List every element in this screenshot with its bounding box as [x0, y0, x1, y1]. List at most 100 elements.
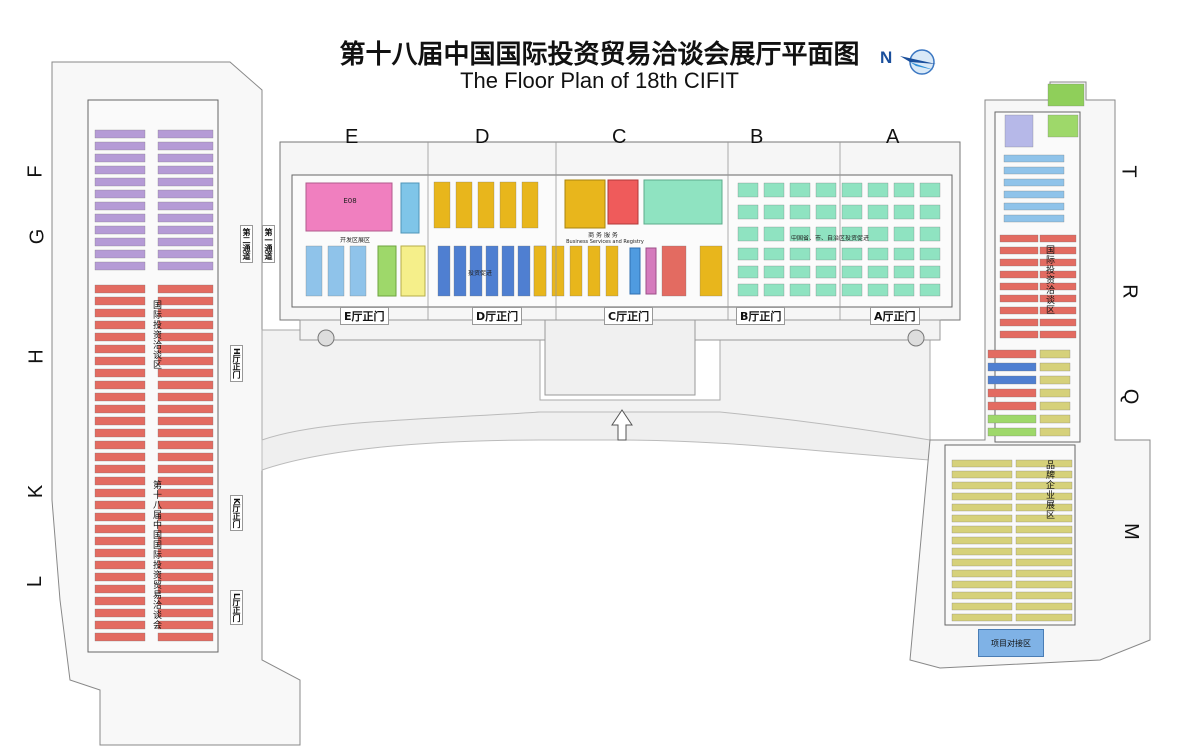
booth-yellow-d: [521, 181, 539, 229]
booth-khaki-m-left: [951, 481, 1013, 490]
booth-red-left: [94, 596, 146, 606]
booth-khaki-m-right: [1015, 547, 1073, 556]
zone-label-e08: E08: [343, 198, 357, 205]
booth-red-right: [157, 368, 214, 378]
booth-lightblue-t: [1003, 190, 1065, 199]
booth-red-right: [157, 344, 214, 354]
booth-red-right: [157, 464, 214, 474]
title-chinese: 第十八届中国国际投资贸易洽谈会展厅平面图: [339, 40, 860, 70]
booth-red-right: [157, 500, 214, 510]
booth-yellow-c2: [699, 245, 723, 297]
booth-mint-ba: [919, 226, 941, 242]
zone-c-red: [607, 179, 639, 225]
booth-red-r-right: [1039, 318, 1077, 327]
booth-blue-d: [501, 245, 515, 297]
booth-mint-ba-lower: [789, 265, 811, 279]
booth-q-left: [987, 414, 1037, 424]
booth-mint-ba: [789, 226, 811, 242]
zone-c-blue-strip: [629, 247, 641, 295]
zone-c-pink-strip: [645, 247, 657, 295]
zone-label-development-zone: 开发区展区: [339, 237, 370, 244]
booth-mint-ba-lower: [893, 283, 915, 297]
booth-mint-ba-lower: [763, 247, 785, 261]
entrance-h: H厅正门: [230, 345, 243, 382]
booth-purple-right: [157, 177, 214, 187]
booth-mint-ba: [919, 204, 941, 220]
booth-yellow-c: [587, 245, 601, 297]
booth-red-right: [157, 584, 214, 594]
booth-mint-ba: [893, 226, 915, 242]
booth-purple-left: [94, 189, 146, 199]
booth-mint-ba: [841, 182, 863, 198]
booth-mint-ba: [867, 182, 889, 198]
booth-khaki-m-right: [1015, 492, 1073, 501]
booth-blue-d: [485, 245, 499, 297]
booth-red-r-left: [999, 282, 1039, 291]
booth-khaki-m-right: [1015, 558, 1073, 567]
zone-e-green-a: [377, 245, 397, 297]
booth-mint-ba-lower: [763, 265, 785, 279]
booth-red-r-right: [1039, 270, 1077, 279]
booth-khaki-m-right: [1015, 591, 1073, 600]
booth-red-right: [157, 296, 214, 306]
booth-purple-right: [157, 225, 214, 235]
booth-red-r-left: [999, 318, 1039, 327]
booth-khaki-m-left: [951, 558, 1013, 567]
booth-q-right: [1039, 375, 1071, 385]
right-vertical-label-1: 国际投资洽谈区: [1044, 245, 1054, 315]
booth-q-left: [987, 388, 1037, 398]
booth-purple-right: [157, 237, 214, 247]
hall-label-g: G: [26, 228, 49, 245]
booth-purple-left: [94, 237, 146, 247]
booth-red-right: [157, 404, 214, 414]
zone-e-green-b: [400, 182, 420, 234]
booth-lightblue-t: [1003, 178, 1065, 187]
booth-mint-ba: [763, 204, 785, 220]
entrance-b: B厅正门: [736, 307, 786, 325]
booth-purple-left: [94, 165, 146, 175]
booth-mint-ba-lower: [841, 265, 863, 279]
hall-label-a: A: [886, 126, 900, 148]
booth-khaki-m-right: [1015, 481, 1073, 490]
hall-label-c: C: [612, 126, 627, 148]
booth-purple-left: [94, 249, 146, 259]
zone-e-pink: [305, 182, 393, 232]
booth-red-r-right: [1039, 330, 1077, 339]
courtyard-bottom: [261, 411, 931, 471]
booth-blue-d: [517, 245, 531, 297]
booth-khaki-m-left: [951, 503, 1013, 512]
booth-red-r-left: [999, 234, 1039, 243]
booth-red-left: [94, 332, 146, 342]
booth-lightblue-e: [327, 245, 345, 297]
booth-red-left: [94, 548, 146, 558]
booth-q-left: [987, 427, 1037, 437]
booth-red-left: [94, 632, 146, 642]
connector-1: 第一通道: [262, 225, 275, 263]
booth-red-left: [94, 524, 146, 534]
hall-label-b: B: [750, 126, 764, 148]
booth-red-right: [157, 320, 214, 330]
booth-red-left: [94, 308, 146, 318]
north-label: N: [880, 48, 893, 67]
booth-green-top: [1047, 83, 1085, 107]
booth-red-left: [94, 296, 146, 306]
booth-mint-ba-lower: [919, 265, 941, 279]
booth-khaki-m-left: [951, 591, 1013, 600]
booth-q-left: [987, 349, 1037, 359]
booth-red-right: [157, 476, 214, 486]
booth-purple-left: [94, 141, 146, 151]
booth-mint-ba: [919, 182, 941, 198]
booth-red-left: [94, 512, 146, 522]
booth-blue-d: [437, 245, 451, 297]
booth-lightblue-t: [1003, 154, 1065, 163]
booth-mint-ba-lower: [893, 265, 915, 279]
booth-khaki-m-left: [951, 525, 1013, 534]
booth-red-left: [94, 536, 146, 546]
booth-purple-left: [94, 177, 146, 187]
booth-khaki-m-left: [951, 492, 1013, 501]
booth-q-left: [987, 375, 1037, 385]
booth-red-right: [157, 536, 214, 546]
connector-2: 第二通道: [240, 225, 253, 263]
booth-mint-ba-lower: [815, 265, 837, 279]
booth-blue-d: [469, 245, 483, 297]
